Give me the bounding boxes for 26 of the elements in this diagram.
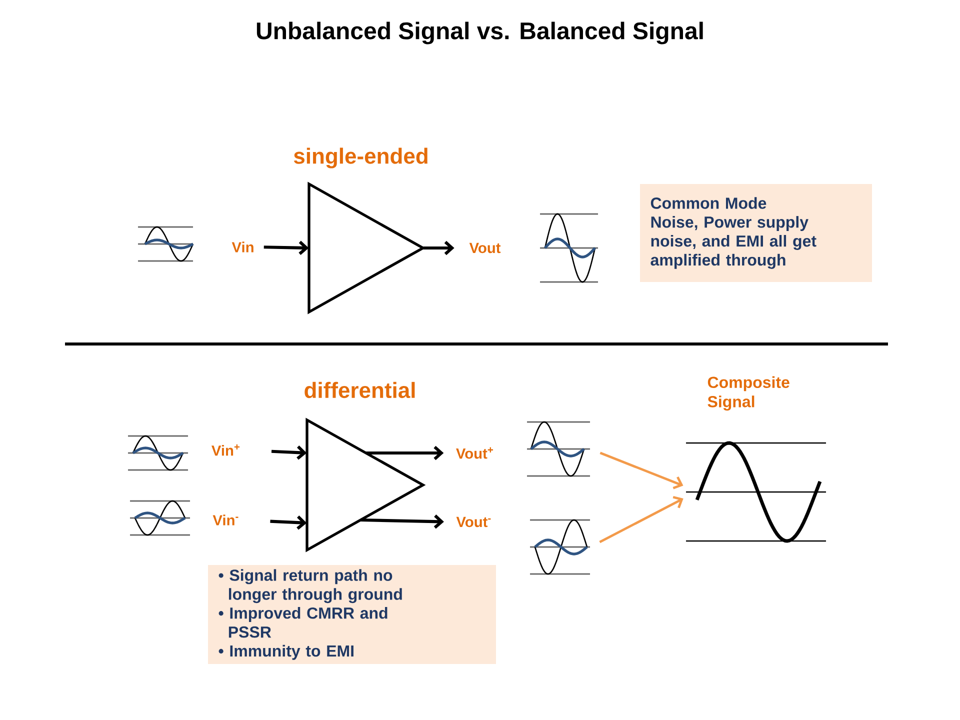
arrow (423, 240, 454, 256)
signal-label: Vin$^{-}$ (212, 514, 238, 526)
signal-label: Vout$^{-}$ (456, 516, 491, 528)
waveform-drawing (138, 226, 194, 262)
signal-label: Vin (232, 242, 254, 252)
arrow (599, 496, 684, 544)
signal-label: Vout$^{+}$ (456, 447, 493, 459)
waveform-drawing (130, 500, 190, 536)
signal-label: Vin$^{+}$ (212, 444, 240, 456)
arrow (360, 514, 444, 529)
waveform-drawing (530, 519, 590, 575)
arrow (600, 452, 684, 490)
heading: differential (304, 382, 415, 398)
arrow (271, 446, 307, 460)
heading: Composite Signal (708, 376, 790, 411)
waveform-drawing (128, 435, 188, 471)
arrow (270, 516, 307, 530)
heading: single-ended (294, 148, 428, 168)
arrow (366, 446, 444, 460)
waveform-drawing (527, 421, 590, 477)
arrow (264, 240, 309, 255)
note-box: Common Mode Noise, Power supply noise, and EMI all get amplified through (640, 184, 872, 282)
note-box: • Signal return path no longer through ground • Improved CMRR and PSSR • Immunity to EMI (208, 565, 496, 664)
title: Unbalanced Signal vs. Balanced Signal (256, 22, 703, 44)
waveform-drawing (540, 213, 598, 283)
signal-label: Vout (469, 242, 501, 254)
